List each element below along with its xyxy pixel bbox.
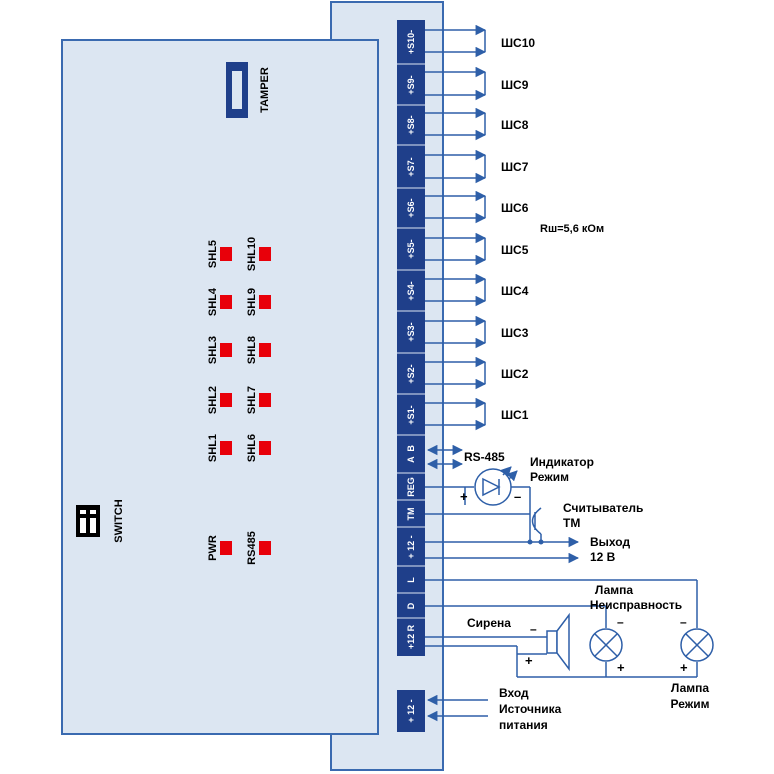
dip-switch-icon xyxy=(76,505,100,537)
terminal-s6: +S6- xyxy=(406,198,416,217)
led-shl4 xyxy=(220,295,232,309)
lamp-fault-minus: – xyxy=(617,615,624,629)
reader-label-line1: Считыватель xyxy=(563,501,643,515)
lamp-fault-label-line2: Неисправность xyxy=(590,598,682,612)
terminal-s9: +S9- xyxy=(406,75,416,94)
indicator-label-line1: Индикатор xyxy=(530,455,594,469)
led-shl6-label: SHL6 xyxy=(246,434,258,462)
terminal-s1: +S1- xyxy=(406,405,416,424)
terminal-reg: REG xyxy=(406,477,416,497)
terminal-s8: +S8- xyxy=(406,115,416,134)
loop-label-shc3: ШС3 xyxy=(501,326,529,340)
terminal-ab: A B xyxy=(406,445,416,463)
lamp-mode-label-line2: Режим xyxy=(671,697,710,711)
led-shl3 xyxy=(220,343,232,357)
led-shl10-label: SHL10 xyxy=(246,237,258,271)
terminal-s2: +S2- xyxy=(406,364,416,383)
terminal-s5: +S5- xyxy=(406,239,416,258)
output-12v-wires xyxy=(425,536,580,564)
terminal-pwr12: + 12 - xyxy=(406,699,416,722)
led-shl3-label: SHL3 xyxy=(207,336,219,364)
loop-label-shc7: ШС7 xyxy=(501,160,529,174)
led-shl10 xyxy=(259,247,271,261)
tamper-label: TAMPER xyxy=(259,67,271,113)
led-shl9 xyxy=(259,295,271,309)
power-input-label-line1: Вход xyxy=(499,686,529,700)
siren-minus: – xyxy=(530,622,537,636)
lamp-fault-label-line1: Лампа xyxy=(595,583,634,597)
led-shl9-label: SHL9 xyxy=(246,288,258,316)
led-shl2-label: SHL2 xyxy=(207,386,219,414)
output-label-line2: 12 В xyxy=(590,550,616,564)
resistor-label: Rш=5,6 кОм xyxy=(540,223,604,235)
led-shl5 xyxy=(220,247,232,261)
led-shl1 xyxy=(220,441,232,455)
led-rs485 xyxy=(259,541,271,555)
lamp-mode-plus: + xyxy=(680,660,688,675)
lamp-fault-icon xyxy=(589,628,623,662)
indicator-label-line2: Режим xyxy=(530,470,569,484)
terminal-l: L xyxy=(406,577,416,583)
terminal-p12: + 12 - xyxy=(406,535,416,558)
tamper-switch xyxy=(226,62,248,118)
terminal-r12: +12 R xyxy=(406,624,416,649)
controller-board xyxy=(61,39,379,735)
led-shl7 xyxy=(259,393,271,407)
output-label-line1: Выход xyxy=(590,535,630,549)
siren-icon xyxy=(546,612,570,672)
led-shl8 xyxy=(259,343,271,357)
terminal-s7: +S7- xyxy=(406,157,416,176)
loop-label-shc10: ШС10 xyxy=(501,36,535,50)
terminal-s4: +S4- xyxy=(406,281,416,300)
led-shl8-label: SHL8 xyxy=(246,336,258,364)
loop-label-shc1: ШС1 xyxy=(501,408,529,422)
loop-wires xyxy=(425,24,487,431)
loop-label-shc5: ШС5 xyxy=(501,243,529,257)
rs485-label: RS-485 xyxy=(464,450,505,464)
power-input-wires xyxy=(426,694,488,722)
terminal-s3: +S3- xyxy=(406,322,416,341)
terminal-d: D xyxy=(406,602,416,609)
siren-label: Сирена xyxy=(467,616,511,630)
led-shl2 xyxy=(220,393,232,407)
loop-label-shc9: ШС9 xyxy=(501,78,529,92)
siren-plus: + xyxy=(525,653,533,668)
terminal-tm: TM xyxy=(406,508,416,521)
loop-label-shc6: ШС6 xyxy=(501,201,529,215)
terminal-s10: +S10- xyxy=(406,30,416,54)
power-input-label-line3: питания xyxy=(499,718,548,732)
led-shl5-label: SHL5 xyxy=(207,240,219,268)
terminal-strip xyxy=(397,20,425,732)
led-pwr-label: PWR xyxy=(207,535,219,561)
lamp-fault-plus: + xyxy=(617,660,625,675)
rs485-wires xyxy=(426,444,464,470)
loop-label-shc4: ШС4 xyxy=(501,284,529,298)
led-rs485-label: RS485 xyxy=(246,531,258,565)
led-shl1-label: SHL1 xyxy=(207,434,219,462)
led-shl7-label: SHL7 xyxy=(246,386,258,414)
lamp-mode-label-line1: Лампа xyxy=(671,681,710,695)
loop-label-shc2: ШС2 xyxy=(501,367,529,381)
led-group: SHL5 SHL10 SHL4 SHL9 SHL3 SHL8 SHL2 SHL7… xyxy=(207,237,271,565)
led-shl4-label: SHL4 xyxy=(207,287,219,316)
power-input-label-line2: Источника xyxy=(499,702,562,716)
led-pwr xyxy=(220,541,232,555)
reader-label-line2: ТМ xyxy=(563,516,580,530)
indicator-plus: + xyxy=(460,489,468,504)
loop-label-shc8: ШС8 xyxy=(501,118,529,132)
indicator-led-icon xyxy=(425,466,531,542)
switch-label: SWITCH xyxy=(113,499,125,542)
lamp-mode-minus: – xyxy=(680,615,687,629)
lamp-siren-wires xyxy=(425,579,698,678)
indicator-minus: – xyxy=(514,489,521,504)
led-shl6 xyxy=(259,441,271,455)
lamp-mode-icon xyxy=(680,628,714,662)
